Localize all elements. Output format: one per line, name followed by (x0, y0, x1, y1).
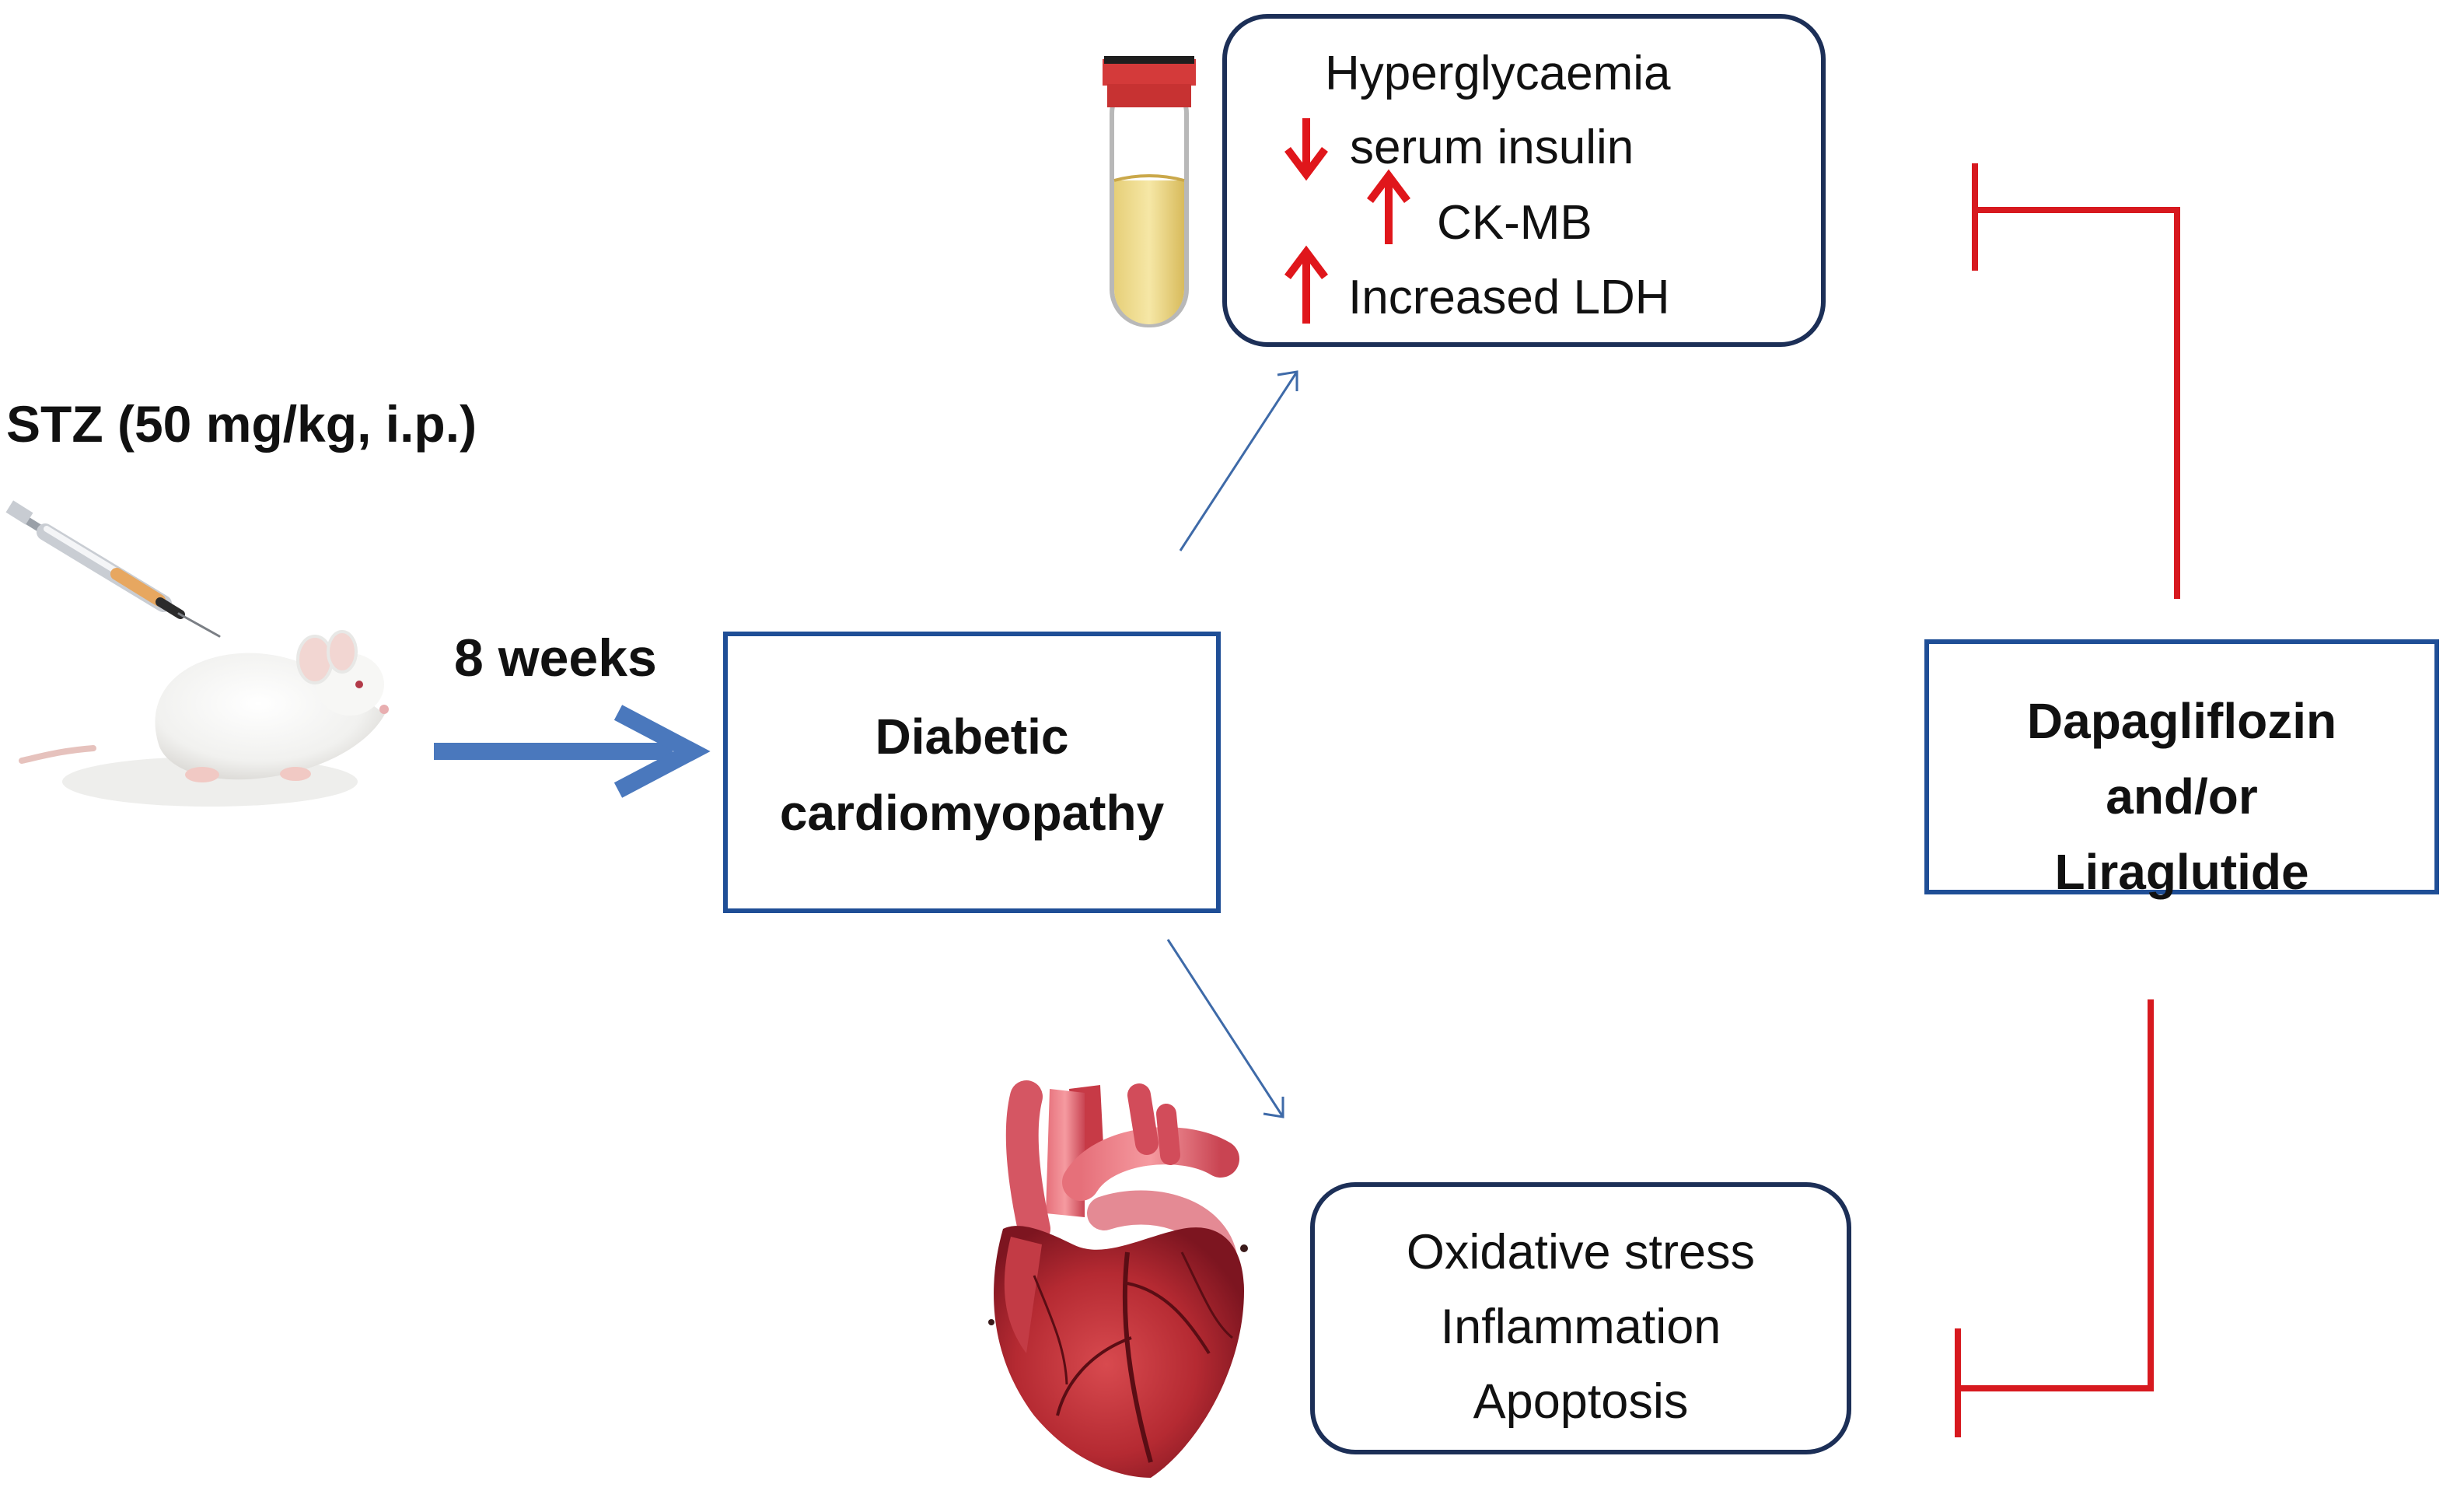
arrow-to-cardiac-damage (1166, 939, 1284, 1118)
oxidative-stress-label: Oxidative stress (1406, 1225, 1756, 1279)
ldh-label: Increased LDH (1348, 271, 1670, 324)
up-arrow-icon (1367, 169, 1410, 244)
arrow-to-serum-markers (1179, 370, 1298, 551)
marker-arrows (1284, 118, 1410, 324)
main-arrow (434, 705, 711, 798)
up-arrow-icon (1284, 245, 1328, 324)
diabetic-cardiomyopathy-line-1: Diabetic (875, 709, 1069, 765)
serum-insulin-label: serum insulin (1350, 121, 1634, 174)
treatment-box: Dapagliflozin and/or Liraglutide (1924, 639, 2439, 900)
inflammation-label: Inflammation (1440, 1300, 1721, 1354)
treatment-line-1: Dapagliflozin (2026, 693, 2337, 749)
cardiac-damage-box: Oxidative stress Inflammation Apoptosis (1310, 1182, 1851, 1454)
treatment-line-3: Liraglutide (2054, 844, 2309, 900)
hyperglycaemia-label: Hyperglycaemia (1325, 47, 1671, 100)
diabetic-cardiomyopathy-line-2: cardiomyopathy (779, 785, 1165, 841)
stz-dose-label: STZ (50 mg/kg, i.p.) (6, 395, 477, 453)
inhibition-to-cardiac-damage (1955, 999, 2154, 1437)
down-arrow-icon (1284, 118, 1328, 181)
ck-mb-label: CK-MB (1437, 196, 1592, 250)
apoptosis-label: Apoptosis (1473, 1374, 1689, 1429)
diabetic-cardiomyopathy-box: Diabetic cardiomyopathy (723, 632, 1221, 913)
rat-icon (19, 630, 389, 807)
serum-markers-box: Hyperglycaemia serum insulin CK-MB Incre… (1222, 14, 1826, 347)
duration-label: 8 weeks (454, 628, 657, 688)
blood-tube-icon (1103, 56, 1196, 327)
syringe-icon (5, 500, 221, 638)
treatment-line-2: and/or (2106, 768, 2258, 824)
inhibition-to-serum-markers (1972, 163, 2180, 599)
heart-icon (988, 1080, 1248, 1478)
